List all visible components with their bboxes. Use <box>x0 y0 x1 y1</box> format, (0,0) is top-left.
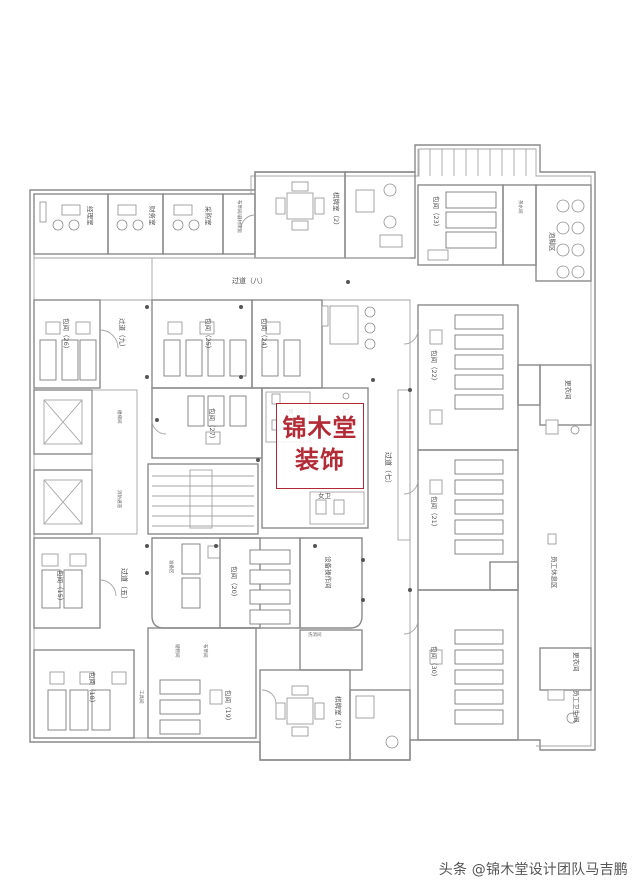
label-room-25: 包间（25） <box>204 318 213 352</box>
label-stair-note-1: 楼梯间 <box>116 410 123 424</box>
label-prep: 准备区 <box>168 560 175 574</box>
label-tools: 工具间 <box>138 690 145 704</box>
label-room-18: 包间（18） <box>88 672 97 706</box>
label-room-23: 包间（23） <box>432 196 441 230</box>
label-finance: 财务室 <box>148 206 157 226</box>
logo-line-2: 装饰 <box>295 445 345 474</box>
label-chess-1: 棋牌室（1） <box>334 696 343 733</box>
label-buyer: 采购室 <box>204 206 213 226</box>
label-service-room: 设备操作间 <box>324 556 333 589</box>
label-room-27: 包间（27） <box>208 408 217 442</box>
label-staff-wc: 员工卫生间 <box>572 690 581 723</box>
label-soak: 泡脚区 <box>548 232 557 252</box>
label-room-19: 包间（19） <box>224 690 233 724</box>
label-storage-top: 布草间/器材库房 <box>236 200 243 234</box>
label-corridor-5: 过道（五） <box>120 568 129 603</box>
central-stair <box>147 387 369 535</box>
label-changing-2: 更衣间 <box>572 652 581 672</box>
company-logo-stamp: 锦木堂 装饰 <box>276 403 364 489</box>
label-room-21: 包间（21） <box>430 496 439 530</box>
label-corridor-7: 过道（七） <box>384 452 393 487</box>
right-rooms <box>368 299 592 741</box>
label-stair-note-2: 消防通道 <box>116 490 123 508</box>
room-labels: 经理室 财务室 采购室 布草间/器材库房 棋牌室（2） 包间（23） 茶水间 泡… <box>56 192 581 733</box>
label-pantry: 茶水间 <box>517 200 524 214</box>
logo-line-1: 锦木堂 <box>282 413 358 442</box>
room-23-plan <box>417 184 592 282</box>
label-staff-rest: 员工休息区 <box>550 556 559 589</box>
lower-center-rooms <box>147 537 411 761</box>
label-changing-1: 更衣间 <box>564 380 573 400</box>
middle-rooms <box>151 299 376 459</box>
label-room-22: 包间（22） <box>430 350 439 384</box>
light-marks <box>145 280 412 602</box>
label-chess-2: 棋牌室（2） <box>332 192 341 229</box>
left-rooms <box>33 299 138 739</box>
label-storage-left: 储物间 <box>174 644 181 658</box>
label-female-wc: 女卫 <box>318 491 332 500</box>
label-mgr-office: 经理室 <box>86 206 95 226</box>
door-marks <box>99 214 419 705</box>
label-linen: 布草间 <box>202 644 209 658</box>
label-room-20: 包间（20） <box>230 566 239 600</box>
corridor-8-band <box>34 257 410 301</box>
source-credit: 头条 @锦木堂设计团队马吉鹏 <box>438 862 628 878</box>
label-corridor-8: 过道（八） <box>232 276 267 285</box>
top-office-rooms <box>33 193 256 255</box>
label-room-26: 包间（26） <box>62 318 71 352</box>
label-room-15: 包间（15） <box>56 570 65 604</box>
label-room-24: 包间（24） <box>260 318 269 352</box>
label-corridor-9: 过道（九） <box>118 318 127 351</box>
label-wash: 洗消间 <box>308 631 322 638</box>
label-room-30: 包间（30） <box>430 646 439 680</box>
